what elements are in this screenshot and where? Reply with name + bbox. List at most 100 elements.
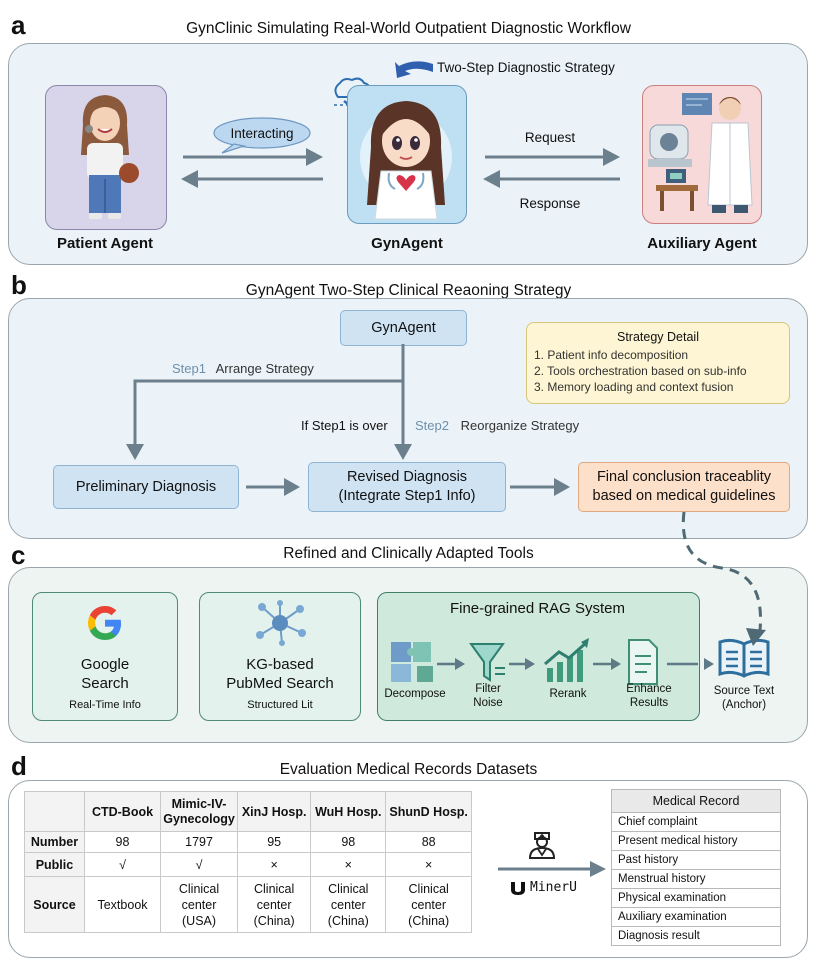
doctor-icon	[528, 832, 556, 859]
column-header: CTD-Book	[83, 791, 162, 832]
response-label: Response	[519, 196, 581, 211]
google-logo-icon	[88, 606, 122, 640]
enhance-line1: Enhance	[626, 683, 672, 695]
google-line2: Search	[81, 675, 129, 692]
google-search-box: Google Search Real-Time Info	[32, 592, 178, 721]
open-book-icon	[718, 638, 770, 678]
column-header: XinJ Hosp.	[236, 791, 312, 832]
decompose-label: Decompose	[384, 688, 446, 700]
medical-record-card: Medical Record Chief complaint Present m…	[611, 789, 781, 946]
panel-b-letter: b	[11, 270, 27, 300]
puzzle-icon	[391, 642, 433, 682]
table-cell: √	[160, 852, 238, 877]
panel-a-letter: a	[11, 10, 26, 40]
panel-a-title: GynClinic Simulating Real-World Outpatie…	[186, 20, 631, 37]
patient-figure-icon	[81, 95, 139, 219]
table-cell: Clinical center (USA)	[160, 876, 238, 933]
final-line1: Final conclusion traceablity	[596, 469, 772, 485]
step1-tag: Step1	[172, 361, 206, 376]
kg-line2: PubMed Search	[226, 675, 334, 692]
gynagent-box: GynAgent	[340, 310, 467, 346]
row-header: Public	[24, 852, 85, 877]
rerank-label: Rerank	[549, 688, 587, 700]
interacting-label: Interacting	[230, 125, 294, 141]
final-conclusion-box: Final conclusion traceablity based on me…	[578, 462, 790, 512]
table-cell: 1797	[160, 831, 238, 853]
enhance-line2: Results	[629, 697, 669, 709]
kg-sub: Structured Lit	[247, 699, 313, 711]
record-item: Past history	[611, 850, 781, 870]
mineru-label: MinerU	[530, 880, 577, 895]
record-item: Present medical history	[611, 831, 781, 851]
table-cell: 98	[83, 831, 162, 853]
strategy-detail-box: Strategy Detail 1. Patient info decompos…	[526, 322, 790, 404]
final-line2: based on medical guidelines	[592, 488, 776, 504]
step2-tag: Step2	[415, 418, 449, 433]
table-cell: Textbook	[83, 876, 162, 933]
filter-line1: Filter	[475, 683, 501, 695]
rag-to-source-arrow	[704, 658, 714, 670]
gynagent-label: GynAgent	[371, 235, 443, 252]
table-cell: Clinical center (China)	[236, 876, 312, 933]
preliminary-diagnosis-box: Preliminary Diagnosis	[53, 465, 239, 509]
panel-d-letter: d	[11, 751, 27, 781]
strategy-item: 3. Memory loading and context fusion	[534, 380, 734, 394]
speech-bubble-icon	[213, 117, 311, 154]
row-header: Number	[24, 831, 85, 853]
kg-pubmed-box: KG-based PubMed Search Structured Lit	[199, 592, 361, 721]
curved-arrow-icon	[395, 61, 433, 78]
google-line1: Google	[80, 656, 130, 673]
rag-pipeline-icons	[391, 638, 698, 685]
record-item: Auxiliary examination	[611, 907, 781, 927]
mineru-logo-icon	[511, 882, 525, 895]
gynagent-doctor-icon	[360, 101, 452, 220]
table-cell: 95	[236, 831, 312, 853]
record-item: Physical examination	[611, 888, 781, 908]
table-cell: Clinical center (China)	[310, 876, 387, 933]
patient-gynagent-arrows	[181, 148, 323, 188]
two-step-label: Two-Step Diagnostic Strategy	[437, 60, 615, 75]
revised-diagnosis-box: Revised Diagnosis (Integrate Step1 Info)	[308, 462, 506, 512]
source-line2: (Anchor)	[721, 699, 767, 711]
panel-c-letter: c	[11, 540, 26, 570]
table-cell: ×	[236, 852, 312, 877]
table-cell: Clinical center (China)	[385, 876, 472, 933]
dashed-link-arrow	[681, 511, 766, 646]
step2-strategy: Reorganize Strategy	[460, 418, 580, 433]
auxiliary-agent-label: Auxiliary Agent	[647, 235, 757, 252]
datasets-table: CTD-Book Mimic-IV- Gynecology XinJ Hosp.…	[24, 791, 472, 933]
google-sub: Real-Time Info	[69, 699, 141, 711]
panel-b-title: GynAgent Two-Step Clinical Reaoning Stra…	[245, 282, 572, 299]
revised-line1: Revised Diagnosis	[346, 469, 468, 485]
column-header: ShunD Hosp.	[385, 791, 472, 832]
medical-record-title: Medical Record	[611, 789, 781, 813]
revised-line2: (Integrate Step1 Info)	[338, 488, 476, 504]
strategy-item: 2. Tools orchestration based on sub-info	[534, 364, 747, 378]
table-cell: 98	[310, 831, 387, 853]
rag-title: Fine-grained RAG System	[449, 600, 626, 617]
convert-arrow	[498, 861, 606, 877]
strategy-detail-title: Strategy Detail	[617, 330, 699, 344]
row-header: Source	[24, 876, 85, 933]
if-step1-over-label: If Step1 is over	[301, 418, 388, 433]
patient-agent-label: Patient Agent	[56, 235, 154, 252]
gynagent-auxiliary-arrows	[483, 148, 620, 188]
filter-line2: Noise	[473, 697, 503, 709]
auxiliary-doctor-icon	[648, 93, 753, 213]
step2-text: Step2 Reorganize Strategy	[415, 418, 579, 433]
table-cell: 88	[385, 831, 472, 853]
table-cell: ×	[385, 852, 472, 877]
record-item: Diagnosis result	[611, 926, 781, 946]
panel-b-connectors	[126, 344, 570, 496]
table-cell: √	[83, 852, 162, 877]
column-header: WuH Hosp.	[310, 791, 387, 832]
request-label: Request	[524, 130, 576, 145]
record-item: Chief complaint	[611, 812, 781, 832]
step1-strategy: Arrange Strategy	[215, 361, 314, 376]
panel-c-title: Refined and Clinically Adapted Tools	[283, 545, 534, 562]
strategy-item: 1. Patient info decomposition	[534, 348, 689, 362]
table-cell: ×	[310, 852, 387, 877]
record-item: Menstrual history	[611, 869, 781, 889]
source-line1: Source Text	[713, 685, 775, 697]
column-header: Mimic-IV- Gynecology	[160, 791, 238, 832]
